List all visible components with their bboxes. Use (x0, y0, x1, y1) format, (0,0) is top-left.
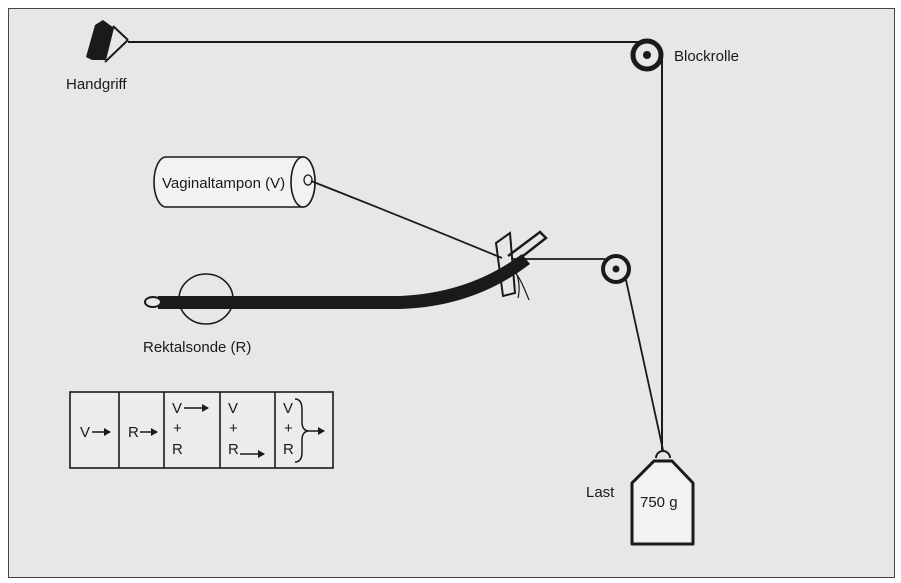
legend-cell-1-v: V (80, 424, 90, 441)
label-rektalsonde: Rektalsonde (R) (143, 339, 251, 356)
label-weight: 750 g (640, 494, 678, 511)
weight-block (630, 450, 695, 546)
legend-cell-2-r: R (128, 424, 139, 441)
handle (86, 20, 129, 63)
pulley-top (630, 38, 664, 72)
legend-cell-3-plus: + (173, 420, 182, 437)
legend-cell-5-r: R (283, 441, 294, 458)
label-last: Last (586, 484, 615, 501)
legend-cell-4-v: V (228, 400, 238, 417)
cord-to-weight (625, 279, 664, 451)
label-handgriff: Handgriff (66, 76, 127, 93)
legend-table: V R V + R V + R V + R (69, 391, 334, 469)
clamp-knot (494, 230, 548, 301)
pulley-lower (601, 254, 631, 284)
label-blockrolle: Blockrolle (674, 48, 739, 65)
legend-cell-3-r: R (172, 441, 183, 458)
legend-cell-5-plus: + (284, 420, 293, 437)
legend-cell-4-plus: + (229, 420, 238, 437)
legend-cell-3-v: V (172, 400, 182, 417)
legend-cell-5-v: V (283, 400, 293, 417)
label-vaginaltampon: Vaginaltampon (V) (162, 175, 285, 192)
legend-cell-4-r: R (228, 441, 239, 458)
rectal-probe (144, 254, 530, 325)
vaginal-tampon (153, 156, 316, 208)
tampon-string (310, 180, 503, 259)
